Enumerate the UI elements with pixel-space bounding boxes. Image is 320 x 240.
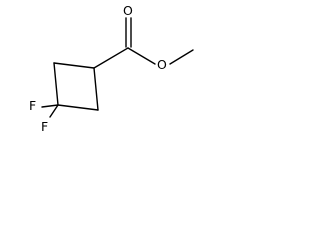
ester-oxygen-to-methyl-bond [169,49,194,65]
ester-oxygen-label: O [157,57,167,72]
cf-bond-lower [49,104,59,118]
carbonyl-oxygen-label: O [123,3,133,18]
carbonyl-to-ester-oxygen-bond [127,47,156,65]
ring-bond-bottom [57,104,99,111]
methyl-3,3-difluorocyclobutanecarboxylate-structure: F F O O [29,3,194,134]
fluorine-label-lower: F [41,119,48,134]
ring-bond-top [53,62,95,69]
ring-bond-left [53,62,59,106]
ring-bond-right [93,67,99,111]
cf-bond-left [41,104,59,108]
ring-to-carbonyl-bond [93,47,129,69]
fluorine-label-left: F [29,98,36,113]
